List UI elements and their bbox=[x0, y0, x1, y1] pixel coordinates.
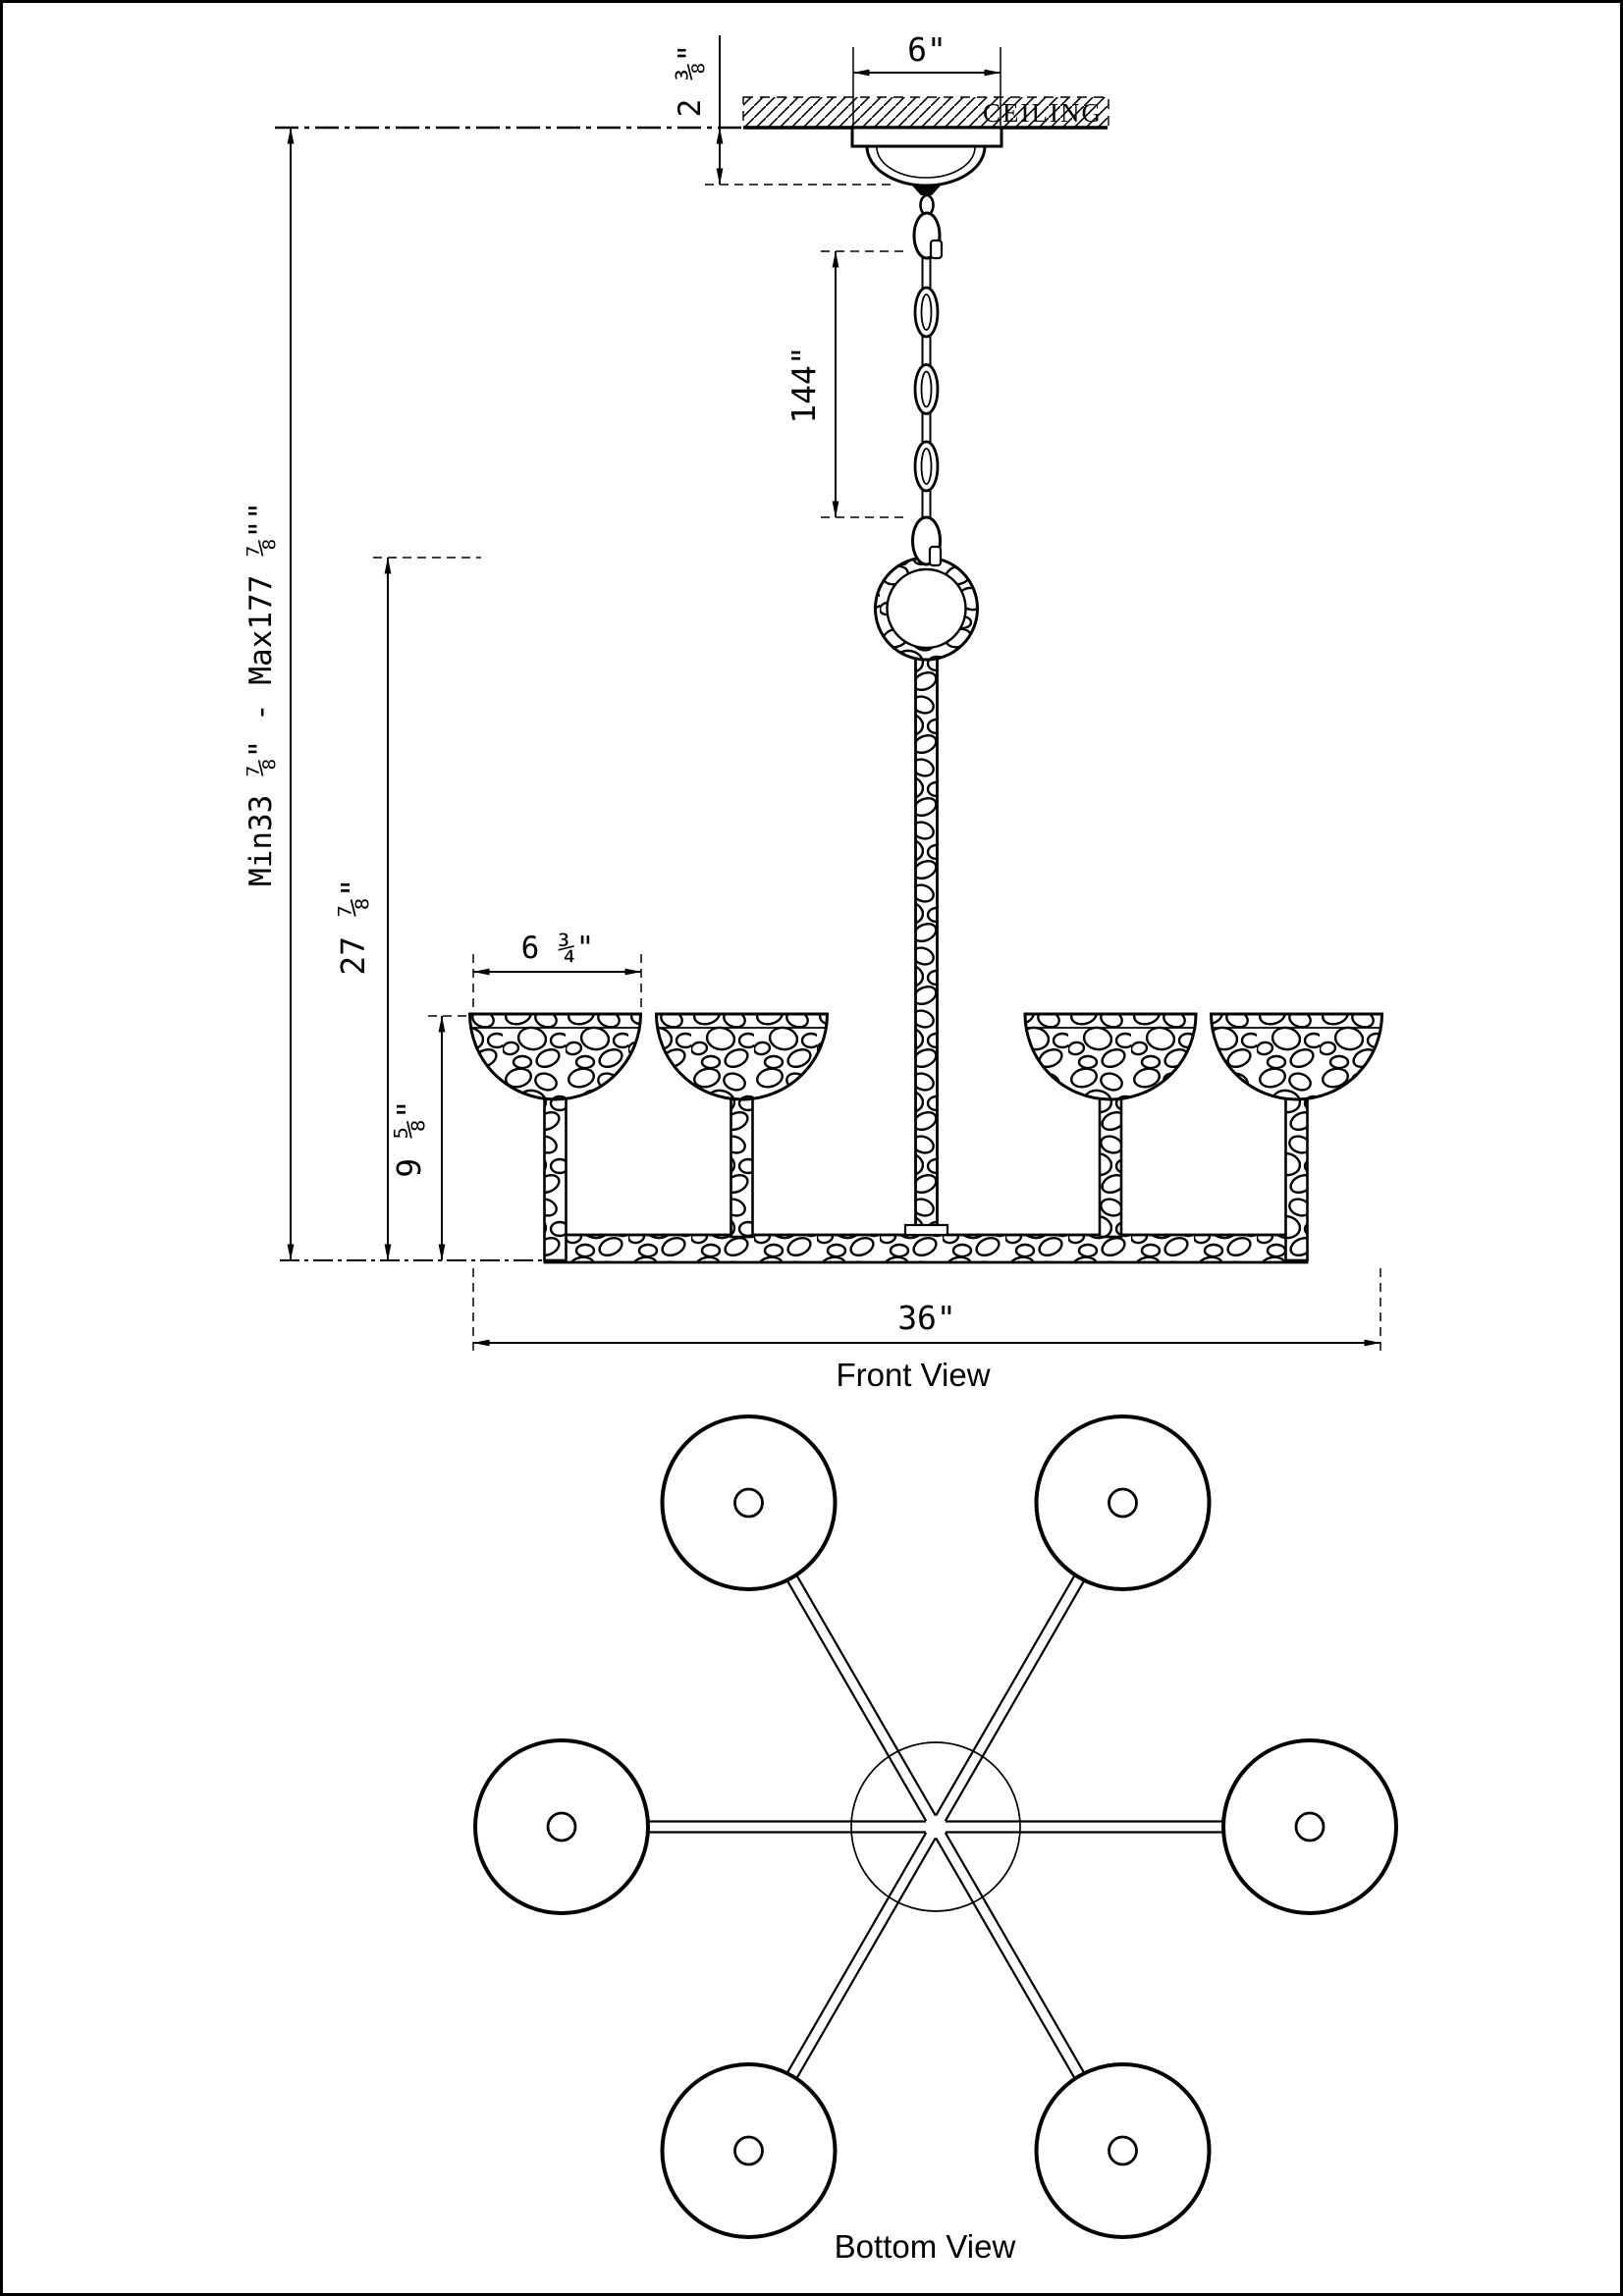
dim-overall-width-text: 36" bbox=[897, 1299, 956, 1337]
bottom-shade-top-right-finial bbox=[1108, 1487, 1138, 1519]
bottom-arms bbox=[646, 1574, 1225, 2080]
ceiling-hatch bbox=[742, 96, 1109, 129]
bottom-shades bbox=[473, 1415, 1398, 2239]
dim-fixture-height-text: 27 ⅞" bbox=[334, 878, 372, 975]
canopy-plate bbox=[850, 126, 1003, 148]
shade-stem-3 bbox=[1098, 1095, 1123, 1239]
chain-clasp-top bbox=[929, 239, 944, 260]
shade-3 bbox=[1023, 1012, 1198, 1101]
chain-link bbox=[913, 286, 940, 339]
dim-canopy-width-text: 6" bbox=[907, 30, 947, 69]
dim-shade-width: 6 ¾" bbox=[472, 931, 642, 1011]
dim-height-range-text: Min33 ⅞" - Max177 ⅞"" bbox=[243, 502, 279, 886]
front-view: CEILING bbox=[243, 30, 1384, 1393]
dim-shade-height: 9 ⅝" bbox=[390, 1015, 473, 1261]
chain-clasp-bottom bbox=[928, 545, 943, 567]
canopy-finial bbox=[912, 186, 941, 195]
shade-stem-4 bbox=[1284, 1095, 1309, 1262]
chain-link bbox=[913, 363, 940, 415]
chain-link-inner bbox=[920, 448, 933, 485]
dim-fixture-height: 27 ⅞" bbox=[334, 557, 481, 1261]
bottom-shade-bottom-left-finial bbox=[733, 2135, 764, 2166]
ceiling-label: CEILING bbox=[983, 98, 1103, 128]
shade-4 bbox=[1209, 1012, 1384, 1101]
canopy-dome-inner-line bbox=[876, 146, 976, 179]
dim-canopy-depth-text: 2 ⅜" bbox=[673, 44, 708, 118]
dim-chain-text: 144" bbox=[784, 346, 823, 423]
dim-canopy-width: 6" bbox=[852, 30, 1001, 126]
stem-flange bbox=[903, 1223, 949, 1237]
arm-bar bbox=[543, 1233, 1309, 1264]
bottom-view-label: Bottom View bbox=[835, 2228, 1016, 2265]
bottom-center-circle bbox=[850, 1741, 1021, 1912]
shade-2 bbox=[654, 1012, 830, 1101]
bottom-shade-top-left-finial bbox=[733, 1487, 764, 1519]
dim-canopy-depth: 2 ⅜" bbox=[673, 35, 892, 186]
chain-link-inner bbox=[920, 370, 933, 408]
dim-height-range: Min33 ⅞" - Max177 ⅞"" bbox=[243, 127, 295, 1261]
bottom-shade-left-finial bbox=[546, 1811, 577, 1842]
chain-link-inner bbox=[920, 294, 933, 331]
dim-chain-length: 144" bbox=[784, 250, 909, 518]
bottom-shade-right-finial bbox=[1294, 1811, 1325, 1842]
shade-stem-1 bbox=[543, 1095, 568, 1262]
dim-shade-width-text: 6 ¾" bbox=[521, 931, 595, 966]
decorative-ring-inner bbox=[886, 567, 967, 650]
shade-1 bbox=[467, 1012, 643, 1101]
chain-link bbox=[913, 440, 940, 493]
front-view-label: Front View bbox=[836, 1357, 990, 1393]
dim-shade-height-text: 9 ⅝" bbox=[390, 1099, 428, 1177]
center-stem bbox=[914, 652, 939, 1237]
canopy-dome bbox=[865, 144, 987, 187]
bottom-shade-bottom-right-finial bbox=[1108, 2135, 1138, 2166]
bottom-view: Bottom View bbox=[473, 1415, 1398, 2265]
dim-overall-width: 36" bbox=[472, 1268, 1381, 1357]
shade-stem-2 bbox=[730, 1095, 754, 1239]
